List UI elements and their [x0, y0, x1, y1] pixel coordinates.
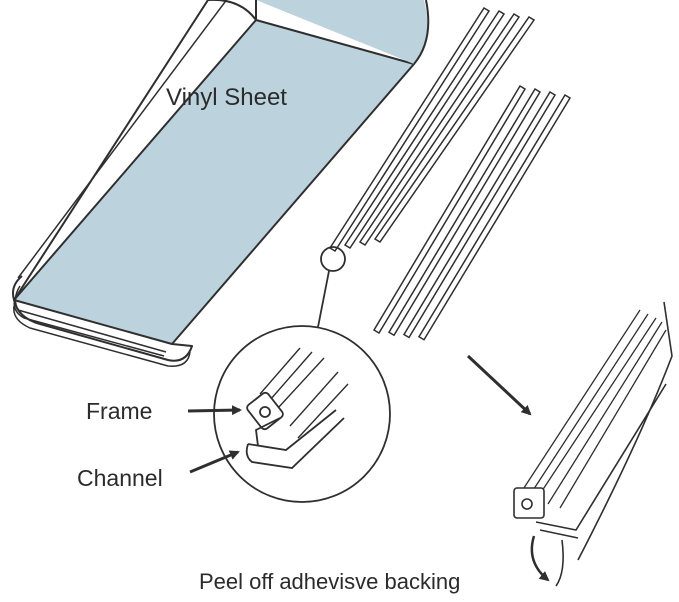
frame-strip: [343, 9, 506, 250]
peel-arrow-icon: [530, 535, 550, 582]
step-arrow-icon: [466, 354, 532, 416]
vinyl-sheet-illustration: [12, 0, 430, 367]
vinyl-sheet-label: Vinyl Sheet: [166, 84, 287, 111]
frame-label: Frame: [86, 398, 153, 424]
frame-strip: [402, 90, 557, 339]
installed-frame: [513, 301, 673, 587]
frame-strip: [387, 87, 542, 337]
frame-strip: [328, 6, 491, 253]
magnified-detail: [213, 325, 391, 503]
peel-off-label: Peel off adhevisve backing: [199, 569, 461, 594]
frame-strip: [373, 15, 536, 244]
channel-arrow-icon: [189, 450, 240, 474]
detail-callout: [317, 246, 346, 328]
frame-strips: [328, 6, 572, 341]
callout-marker: [320, 246, 346, 272]
channel-label: Channel: [77, 465, 163, 491]
frame-strip: [372, 84, 527, 335]
frame-strip: [358, 12, 521, 247]
frame-arrow-icon: [187, 405, 242, 416]
frame-strip: [417, 93, 572, 341]
